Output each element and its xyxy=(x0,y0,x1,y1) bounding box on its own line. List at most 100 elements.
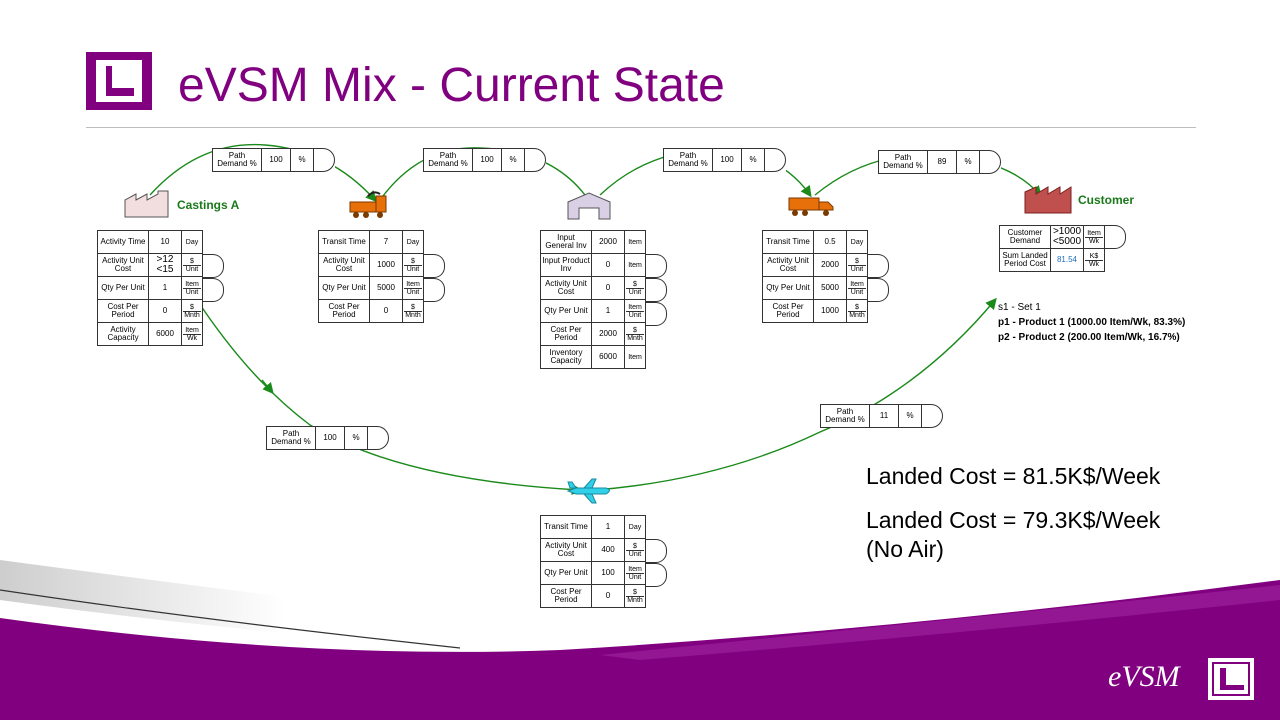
path-demand-box: Path Demand % 11 % xyxy=(820,404,943,428)
row-label: Qty Per Unit xyxy=(540,561,592,585)
unit-top: Item xyxy=(183,327,201,335)
landed-cost-no-air-text: Landed Cost = 79.3K$/Week xyxy=(866,507,1161,533)
path-demand-value[interactable]: 89 xyxy=(927,150,957,174)
row-value[interactable]: 10 xyxy=(148,230,182,254)
unit-bottom: Wk xyxy=(1088,237,1100,245)
path-demand-value[interactable]: 100 xyxy=(261,148,291,172)
path-demand-value[interactable]: 100 xyxy=(712,148,742,172)
unit-top: Item xyxy=(628,238,642,246)
path-demand-value[interactable]: 100 xyxy=(315,426,345,450)
row-unit: $Unit xyxy=(181,253,203,277)
unit-bottom: Mnth xyxy=(849,311,865,319)
row-value[interactable]: 1000 xyxy=(813,299,847,323)
warehouse-icon xyxy=(567,192,611,225)
link-castings-air xyxy=(196,299,583,496)
unit-top: Item xyxy=(626,566,644,574)
path-demand-label: Path Demand % xyxy=(663,148,713,172)
connector-port[interactable] xyxy=(646,278,667,302)
evsm-logo xyxy=(86,52,152,110)
unit-bottom: Unit xyxy=(628,550,642,558)
row-value[interactable]: 6000 xyxy=(591,345,625,369)
product-2-info: p2 - Product 2 (200.00 Item/Wk, 16.7%) xyxy=(998,332,1180,343)
path-demand-unit: % xyxy=(501,148,525,172)
path-demand-value[interactable]: 11 xyxy=(869,404,899,428)
row-value[interactable]: 7 xyxy=(369,230,403,254)
row-unit: $Mnth xyxy=(181,299,203,323)
row-value[interactable]: >12 <15 xyxy=(148,253,182,277)
row-unit: $Unit xyxy=(402,253,424,277)
row-label: Activity Unit Cost xyxy=(540,276,592,300)
row-value[interactable]: 2000 xyxy=(591,322,625,346)
unit-top: Item xyxy=(1085,230,1103,238)
connector-port[interactable] xyxy=(424,254,445,278)
path-demand-unit: % xyxy=(344,426,368,450)
row-value[interactable]: 6000 xyxy=(148,322,182,346)
path-demand-label: Path Demand % xyxy=(423,148,473,172)
row-value[interactable]: 5000 xyxy=(813,276,847,300)
row-label: Cost Per Period xyxy=(762,299,814,323)
connector-port[interactable] xyxy=(424,278,445,302)
path-demand-end xyxy=(524,148,546,172)
row-unit: $Mnth xyxy=(624,322,646,346)
footer-band xyxy=(0,560,1280,720)
row-value[interactable]: 0 xyxy=(591,276,625,300)
row-value[interactable]: 2000 xyxy=(813,253,847,277)
row-unit: $Unit xyxy=(624,276,646,300)
row-value[interactable]: 1 xyxy=(148,276,182,300)
row-value[interactable]: 1 xyxy=(591,299,625,323)
factory-icon xyxy=(124,190,170,223)
row-label: Activity Unit Cost xyxy=(318,253,370,277)
connector-port[interactable] xyxy=(868,254,889,278)
connector-port[interactable] xyxy=(646,539,667,563)
path-demand-end xyxy=(313,148,335,172)
row-value[interactable]: 400 xyxy=(591,538,625,562)
row-value[interactable]: 1000 xyxy=(369,253,403,277)
row-value[interactable]: >1000 <5000 xyxy=(1050,225,1084,249)
row-value[interactable]: 0 xyxy=(148,299,182,323)
castings-label: Castings A xyxy=(177,198,240,212)
row-label: Qty Per Unit xyxy=(540,299,592,323)
connector-port[interactable] xyxy=(868,278,889,302)
row-value[interactable]: 100 xyxy=(591,561,625,585)
connector-port[interactable] xyxy=(203,254,224,278)
row-value[interactable]: 2000 xyxy=(591,230,625,254)
unit-top: $ xyxy=(626,543,644,551)
unit-top: $ xyxy=(183,304,201,312)
row-value[interactable]: 5000 xyxy=(369,276,403,300)
row-value[interactable]: 1 xyxy=(591,515,625,539)
row-value[interactable]: 0 xyxy=(369,299,403,323)
row-value[interactable]: 0.5 xyxy=(813,230,847,254)
footer-brand-text: eVSM xyxy=(1108,660,1180,693)
connector-port[interactable] xyxy=(646,302,667,326)
row-label: Sum Landed Period Cost xyxy=(999,248,1051,272)
row-value[interactable]: 0 xyxy=(591,253,625,277)
row-label: Transit Time xyxy=(318,230,370,254)
unit-top: $ xyxy=(848,304,866,312)
row-value[interactable]: 81.54 xyxy=(1050,248,1084,272)
unit-bottom: Mnth xyxy=(627,596,643,604)
path-demand-box: Path Demand % 89 % xyxy=(878,150,1001,174)
row-label: Qty Per Unit xyxy=(318,276,370,300)
row-label: Qty Per Unit xyxy=(97,276,149,300)
connector-port[interactable] xyxy=(646,254,667,278)
connector-port[interactable] xyxy=(203,278,224,302)
path-demand-value[interactable]: 100 xyxy=(472,148,502,172)
connector-port[interactable] xyxy=(1105,225,1126,249)
connector-port[interactable] xyxy=(646,563,667,587)
row-label: Activity Capacity xyxy=(97,322,149,346)
